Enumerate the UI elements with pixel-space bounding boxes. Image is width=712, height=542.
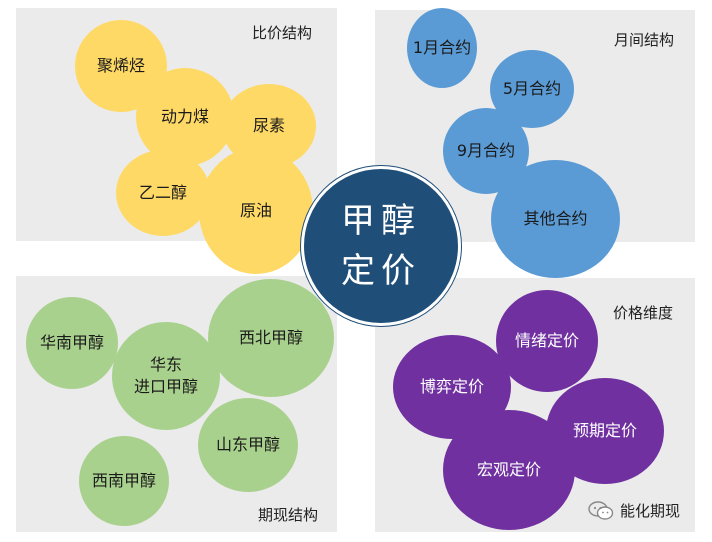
bubble-sentiment-pricing: 情绪定价	[496, 290, 598, 392]
bubble-contract-other: 其他合约	[491, 160, 620, 278]
watermark: 能化期现	[588, 500, 680, 521]
bubble-macro-pricing: 宏观定价	[443, 410, 575, 530]
basis-structure-title: 期现结构	[258, 506, 319, 524]
bubble-thermal-coal: 动力煤	[136, 68, 234, 166]
wechat-icon	[588, 500, 614, 520]
bubble-ethylene-glycol: 乙二醇	[116, 150, 210, 236]
bubble-southwest-methanol: 西南甲醇	[79, 436, 169, 526]
bubble-northwest-methanol: 西北甲醇	[208, 279, 334, 397]
bubble-south-china-methanol: 华南甲醇	[26, 297, 118, 389]
price-dimension-title: 价格维度	[613, 304, 674, 322]
monthly-structure-title: 月间结构	[614, 31, 675, 49]
center-methanol-pricing: 甲醇 定价	[301, 166, 461, 326]
bubble-shandong-methanol: 山东甲醇	[198, 398, 298, 492]
bubble-east-china-import-methanol: 华东 进口甲醇	[112, 322, 220, 430]
bubble-contract-jan: 1月合约	[407, 8, 477, 88]
ratio-structure-title: 比价结构	[252, 24, 313, 42]
watermark-text: 能化期现	[620, 502, 681, 520]
bubble-crude-oil: 原油	[199, 148, 313, 274]
